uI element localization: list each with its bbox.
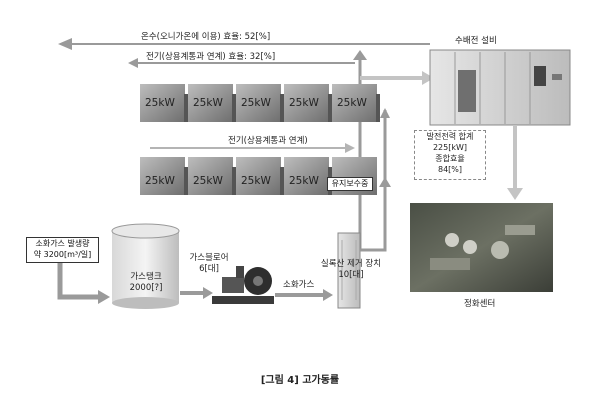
electricity-arrow-top xyxy=(128,58,355,68)
switchgear-cabinets xyxy=(429,49,571,126)
generator-unit xyxy=(140,157,188,195)
generator-unit xyxy=(188,84,236,122)
power-summary-line: 84[%] xyxy=(437,165,463,174)
generator-label: 25kW xyxy=(241,97,271,109)
generator-unit xyxy=(140,84,188,122)
maintenance-badge: 유지보수중 xyxy=(327,177,373,191)
gas-blower-line: 6[대] xyxy=(199,264,219,274)
gas-blower xyxy=(212,266,274,304)
gas-tank-line: 2000[?] xyxy=(129,283,163,293)
generator-label: 25kW xyxy=(289,175,319,187)
gas-source-line: 약 3200[m³/일] xyxy=(33,250,92,259)
figure-caption: [그림 4] 고가동률 xyxy=(260,375,340,386)
power-summary-line: 종합효율 xyxy=(435,154,465,163)
hot-water-flow-label: 온수(오니가온에 이용) 효율: 52[%] xyxy=(141,32,271,42)
generator-label: 25kW xyxy=(241,175,271,187)
tank-to-blower-arrow xyxy=(180,287,213,299)
gas-tank-line: 가스탱크 xyxy=(130,272,162,282)
gas-source-line: 소화가스 발생량 xyxy=(35,239,90,248)
gas-blower-label: 가스블로어 6[대] xyxy=(185,253,233,275)
to-facility-arrow xyxy=(507,125,523,200)
switchgear-label: 수배전 설비 xyxy=(455,36,497,46)
source-to-tank-arrow xyxy=(57,263,110,304)
generator-row-1 xyxy=(140,84,380,122)
generator-unit xyxy=(332,84,380,122)
siloxane-line: 10[대] xyxy=(338,270,364,280)
generator-unit xyxy=(284,84,332,122)
hot-water-arrow xyxy=(58,38,430,50)
gas-source-box: 소화가스 발생량 약 3200[m³/일] xyxy=(26,237,99,263)
power-summary-box: 발전전력 합계 225[kW] 종합효율 84[%] xyxy=(414,130,486,180)
generator-unit xyxy=(236,157,284,195)
generator-label: 25kW xyxy=(145,175,175,187)
mid-row-line xyxy=(150,143,355,153)
power-summary-line: 발전전력 합계 xyxy=(426,132,474,141)
generator-label: 25kW xyxy=(145,97,175,109)
siloxane-line: 실록산 제거 장치 xyxy=(320,259,382,269)
facility-label: 정화센터 xyxy=(464,299,496,309)
generator-unit xyxy=(284,157,332,195)
electricity-flow-label-mid: 전기(상용계통과 연계) xyxy=(228,136,308,146)
power-summary-line: 225[kW] xyxy=(432,143,468,152)
gas-tank-label: 가스탱크 2000[?] xyxy=(128,272,164,294)
digestion-gas-label: 소화가스 xyxy=(283,280,315,290)
generator-label: 25kW xyxy=(289,97,319,109)
generator-unit xyxy=(188,157,236,195)
blower-to-siloxane-arrow xyxy=(275,289,333,301)
siloxane-label: 실록산 제거 장치 10[대] xyxy=(316,259,386,281)
riser-to-row2 xyxy=(380,108,390,185)
generator-label: 25kW xyxy=(193,175,223,187)
gas-tank xyxy=(111,223,180,309)
to-switchgear-arrow xyxy=(360,71,434,85)
generator-unit xyxy=(236,84,284,122)
siloxane-unit xyxy=(337,232,361,309)
facility-photo xyxy=(410,203,553,292)
generator-label: 25kW xyxy=(337,97,367,109)
gas-blower-line: 가스블로어 xyxy=(189,253,229,263)
generator-label: 25kW xyxy=(193,97,223,109)
electricity-flow-label-top: 전기(상용계통과 연계) 효율: 32[%] xyxy=(146,52,276,62)
